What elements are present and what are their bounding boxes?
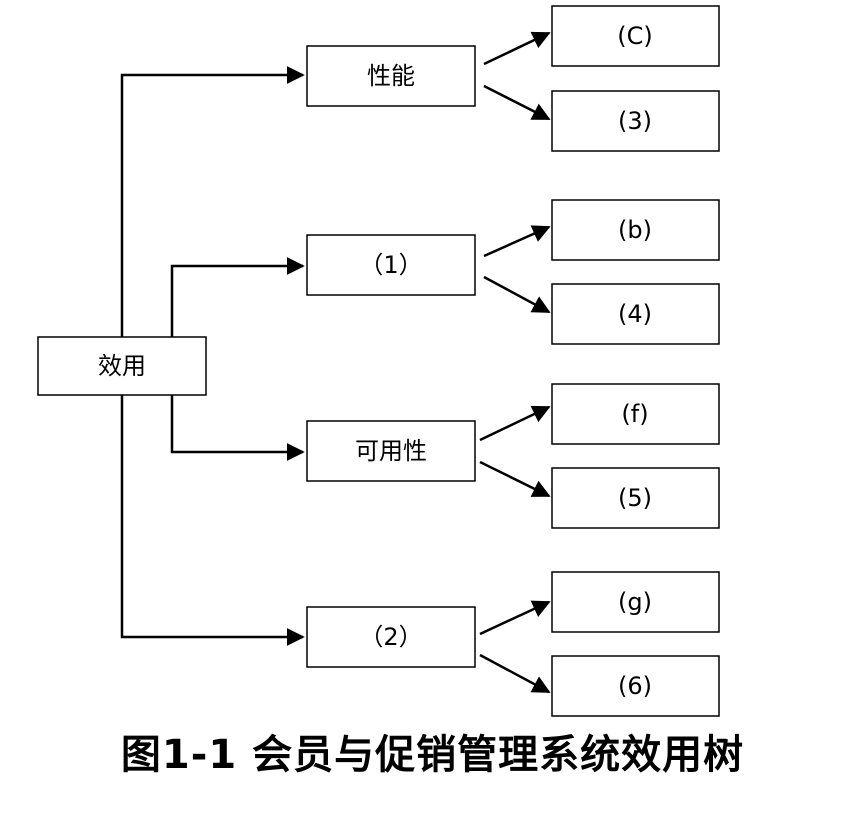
leaf-4-box (551, 283, 720, 345)
connector-usability-5 (479, 460, 551, 498)
node-boxes (37, 5, 720, 717)
performance-node-label: 性能 (367, 62, 415, 90)
connector-branch-2-g (479, 600, 551, 636)
leaf-3-box (551, 90, 720, 152)
usability-node-label: 可用性 (355, 437, 427, 465)
connector-performance-3 (483, 84, 551, 121)
connector-branch-1-4 (483, 275, 551, 314)
leaf-f-label: (f) (621, 400, 648, 428)
usability-node-box (306, 420, 476, 482)
connector-performance-c (483, 31, 551, 66)
root-connectors (120, 66, 305, 646)
leaf-6-box (551, 655, 720, 717)
connector-usability-f (479, 405, 551, 442)
figure-caption: 图1-1 会员与促销管理系统效用树 (120, 732, 745, 778)
connector-root-performance (120, 66, 305, 337)
leaf-3-label: (3) (618, 107, 652, 135)
root-node-box (37, 336, 207, 396)
leaf-5-box (551, 467, 720, 529)
node-labels: 效用 性能 （1） 可用性 （2） (C) (3) (b) (4) (f) (5… (98, 22, 653, 700)
branch-2-node-box (306, 606, 476, 668)
performance-node-box (306, 45, 476, 107)
leaf-g-box (551, 571, 720, 633)
connector-branch-2-6 (479, 653, 551, 694)
leaf-connectors (479, 31, 551, 694)
leaf-5-label: (5) (618, 484, 652, 512)
leaf-c-box (551, 5, 720, 67)
root-node-label: 效用 (98, 352, 146, 380)
branch-1-node-label: （1） (359, 251, 422, 279)
leaf-c-label: (C) (617, 22, 652, 50)
leaf-b-box (551, 199, 720, 261)
leaf-f-box (551, 383, 720, 445)
connector-root-branch-1 (170, 257, 305, 337)
leaf-6-label: (6) (618, 672, 652, 700)
connector-root-usability (170, 395, 305, 461)
leaf-b-label: (b) (618, 216, 652, 244)
connector-branch-1-b (483, 225, 551, 258)
leaf-4-label: (4) (618, 300, 652, 328)
connector-root-branch-2 (120, 395, 305, 646)
leaf-g-label: (g) (618, 588, 652, 616)
branch-1-node-box (306, 234, 476, 296)
branch-2-node-label: （2） (359, 623, 422, 651)
